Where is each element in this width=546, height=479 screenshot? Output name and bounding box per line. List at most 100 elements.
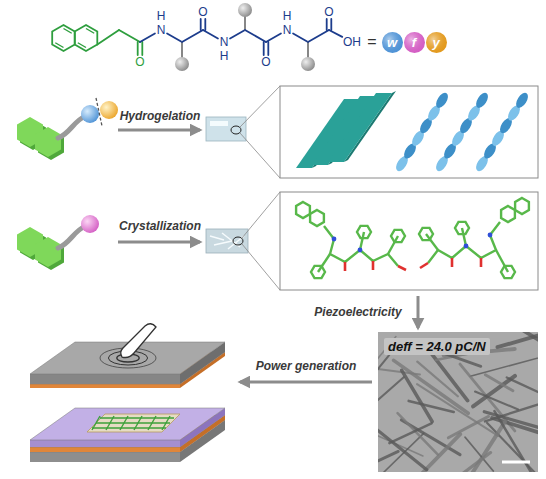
nitrogen-atom (358, 248, 363, 253)
coefficient-label: deff = 24.0 pC/N (384, 338, 490, 355)
layer-top (30, 408, 225, 440)
zoom-line (242, 244, 280, 290)
nanofiber (444, 349, 515, 355)
bond (266, 33, 281, 42)
atom-label: H (283, 10, 292, 22)
film-window (87, 414, 180, 432)
oxygen-stick (344, 262, 347, 271)
residue-letter: y (432, 36, 439, 49)
aromatic-block (35, 127, 61, 157)
tem-image: deff = 24.0 pC/N (378, 332, 538, 472)
atom-label: H (157, 10, 166, 22)
stick-ring (455, 222, 469, 234)
stick-ring (515, 198, 529, 214)
crystal-molecule (419, 198, 529, 278)
stick-ring (296, 202, 310, 218)
stick-backbone (428, 222, 500, 263)
nanofiber (417, 384, 498, 436)
residue-circle: w (382, 32, 403, 53)
layer-front (30, 447, 180, 452)
nanofiber (378, 411, 427, 470)
process-label: Power generation (256, 360, 357, 372)
twisted-fiber (514, 91, 531, 110)
layer-front (30, 440, 180, 447)
stick-bond (462, 228, 466, 246)
oxygen-stick (398, 266, 406, 270)
bond (140, 33, 155, 42)
ring-double-bond (86, 29, 94, 34)
atom-label: N (157, 24, 166, 36)
zoom-box (280, 86, 538, 178)
equals-sign: = (367, 34, 376, 50)
bond (119, 30, 140, 42)
beta-sheet (328, 93, 392, 162)
bond (181, 42, 183, 57)
peptide-film (87, 414, 180, 432)
crystal-needle (228, 236, 244, 249)
bond (245, 30, 266, 42)
molecule-cartoon (17, 215, 99, 270)
double-bond (330, 19, 332, 30)
ring-double-bond (64, 29, 72, 34)
nanofiber (378, 433, 424, 472)
bond (97, 30, 119, 45)
crystal-mesh (96, 422, 170, 423)
oxygen-stick (372, 261, 375, 270)
double-bond (326, 19, 328, 30)
bond (308, 30, 329, 42)
nanofiber (378, 377, 404, 401)
nanofiber (389, 423, 431, 443)
nanofiber (378, 337, 396, 366)
zoom-ring (233, 237, 243, 245)
nitrogen-atom (332, 237, 337, 242)
residue-ball (100, 101, 118, 119)
finger-icon (121, 324, 156, 358)
residue-circle: y (426, 32, 447, 53)
ball-highlight (426, 32, 447, 53)
zoom-line (240, 133, 280, 178)
crystal-needle (214, 241, 232, 245)
gel-highlight (210, 121, 228, 126)
molecule-cartoon (17, 98, 118, 160)
process-arrow (240, 381, 372, 384)
atom-label: O (135, 56, 144, 68)
naphthalene-ring (52, 25, 75, 51)
process-arrow (417, 296, 420, 328)
layer-front (30, 374, 180, 384)
zoom-line (242, 192, 280, 238)
nanofiber (485, 399, 538, 422)
bond (203, 30, 218, 39)
crystal-mesh (92, 427, 166, 428)
stick-bond (360, 232, 364, 250)
atom-label: N (283, 24, 292, 36)
crystal-photo (206, 229, 248, 253)
nanofiber (501, 332, 538, 354)
crystal-mesh (100, 417, 174, 418)
nitrogen-atom (488, 233, 493, 238)
stick-ring (311, 266, 325, 278)
zoom-line (240, 86, 280, 127)
peptide-tail (58, 226, 86, 248)
chemical-structure (52, 3, 342, 71)
zoom-box (280, 192, 538, 290)
stick-ring (501, 206, 515, 222)
ball-highlight (404, 32, 425, 53)
dashed-divider (96, 98, 102, 126)
residue-ball (175, 57, 189, 71)
stick-ring (419, 228, 433, 240)
nanofiber (485, 375, 513, 391)
oxygen-stick (451, 258, 454, 267)
bond (167, 33, 182, 42)
stick-ring (501, 266, 515, 278)
double-bond (263, 42, 265, 55)
nanofiber (378, 355, 389, 378)
stick-ring (391, 230, 405, 242)
nitrogen-atom (464, 244, 469, 249)
crystal-molecule (296, 202, 406, 278)
nanofiber (459, 453, 490, 472)
residue-letter: f (412, 36, 416, 49)
atom-label: O (198, 6, 207, 18)
layer-front (30, 384, 180, 388)
double-bond (141, 42, 143, 55)
residue-ball (301, 57, 315, 71)
